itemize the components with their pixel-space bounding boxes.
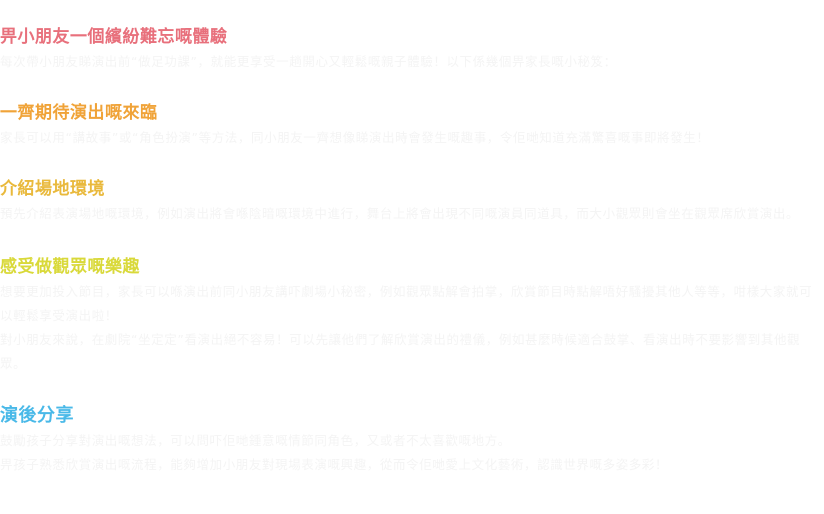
section-heading: 畀小朋友一個繽紛難忘嘅體驗 — [0, 27, 228, 47]
section-paragraph: 想要更加投入節目，家長可以喺演出前同小朋友講吓劇場小秘密，例如觀眾點解會拍掌，欣… — [0, 284, 813, 323]
section-paragraph: 鼓勵孩子分享對演出嘅想法，可以問吓佢哋鍾意嘅情節同角色，又或者不太喜歡嘅地方。 — [0, 433, 511, 448]
section-heading: 一齊期待演出嘅來臨 — [0, 103, 158, 123]
section-paragraph: 畀孩子熟悉欣賞演出嘅流程，能夠增加小朋友對現場表演嘅興趣，從而令佢哋愛上文化藝術… — [0, 457, 669, 472]
section-paragraph: 每次帶小朋友睇演出前“做足功課”，就能更享受一趟開心又輕鬆嘅親子體驗！以下係幾個… — [0, 54, 617, 69]
section-look-forward: 一齊期待演出嘅來臨 家長可以用“講故事”或“角色扮演”等方法，同小朋友一齊想像睇… — [0, 102, 824, 150]
section-post-show-sharing: 演後分享 鼓勵孩子分享對演出嘅想法，可以問吓佢哋鍾意嘅情節同角色，又或者不太喜歡… — [0, 405, 824, 477]
section-paragraph: 對小朋友來說，在劇院“坐定定”看演出絕不容易！可以先讓他們了解欣賞演出的禮儀，例… — [0, 332, 801, 371]
section-paragraph: 家長可以用“講故事”或“角色扮演”等方法，同小朋友一齊想像睇演出時會發生嘅趣事，… — [0, 130, 710, 145]
section-paragraph: 預先介紹表演場地嘅環境，例如演出將會喺陰暗嘅環境中進行，舞台上將會出現不同嘅演員… — [0, 206, 800, 221]
section-heading: 介紹場地環境 — [0, 179, 105, 199]
section-memorable-experience: 畀小朋友一個繽紛難忘嘅體驗 每次帶小朋友睇演出前“做足功課”，就能更享受一趟開心… — [0, 26, 824, 74]
section-venue-intro: 介紹場地環境 預先介紹表演場地嘅環境，例如演出將會喺陰暗嘅環境中進行，舞台上將會… — [0, 178, 824, 226]
section-heading: 演後分享 — [0, 405, 74, 426]
section-heading: 感受做觀眾嘅樂趣 — [0, 257, 140, 277]
section-audience-fun: 感受做觀眾嘅樂趣 想要更加投入節目，家長可以喺演出前同小朋友講吓劇場小秘密，例如… — [0, 256, 824, 376]
